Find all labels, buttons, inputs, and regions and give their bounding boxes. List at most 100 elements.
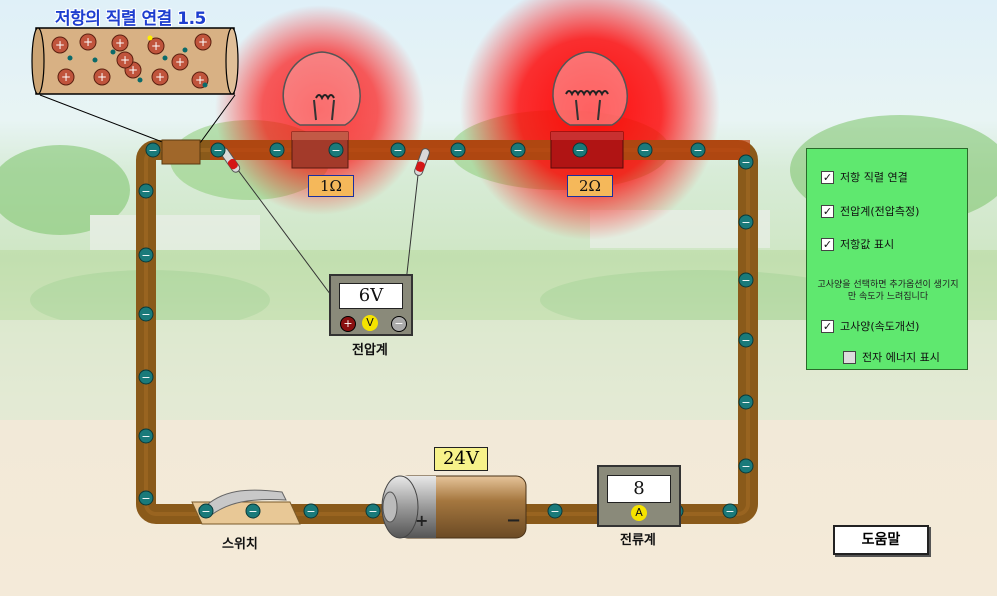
checkbox-resistance-values[interactable]: ✓ [821,237,834,251]
voltmeter-display: 6V [339,283,403,309]
option-electron-energy[interactable]: 전자 에너지 표시 [843,349,940,365]
ion-sign: + [151,39,161,53]
electron-sign: − [141,185,150,198]
ion-sign: + [83,35,93,49]
bulb-2 [550,51,628,169]
option-series-resistors[interactable]: ✓ 저항 직렬 연결 [821,169,908,185]
electron-sign: − [368,505,377,518]
electron [138,247,154,263]
battery [381,475,527,539]
free-electron [67,55,73,61]
electron-sign: − [148,144,157,157]
checkbox-electron-energy[interactable] [843,350,856,364]
free-electron [137,77,143,83]
electron [145,142,161,158]
electron-sign: − [640,144,649,157]
ion-sign: + [128,63,138,77]
ion [51,36,69,54]
electron [245,503,261,519]
hq-note: 고사양을 선택하면 추가옵션이 생기지만 속도가 느려집니다 [817,280,959,302]
option-resistance-values-label: 저항값 표시 [840,238,895,251]
free-electron [110,49,116,55]
electron-sign: − [741,396,750,409]
electron-sign: − [141,430,150,443]
help-button[interactable]: 도움말 [833,525,929,555]
option-electron-energy-label: 전자 에너지 표시 [862,351,940,364]
electron [738,272,754,288]
electron-sign: − [393,144,402,157]
electron-sign: − [141,249,150,262]
electron [637,142,653,158]
option-resistance-values[interactable]: ✓ 저항값 표시 [821,236,894,252]
electron [510,142,526,158]
ion [79,33,97,51]
electron [198,503,214,519]
ion-sign: + [120,53,130,67]
free-electron [92,57,98,63]
voltmeter-plus-terminal[interactable]: + [340,316,356,332]
electron [738,214,754,230]
electron-sign: − [453,144,462,157]
electron [572,142,588,158]
electron-sign: − [331,144,340,157]
ion [171,53,189,71]
electron [303,503,319,519]
electron [138,428,154,444]
ion-sign: + [155,70,165,84]
electron [210,142,226,158]
electron-sign: − [513,144,522,157]
voltmeter: 6V + V − [329,274,413,336]
electron-sign: − [201,505,210,518]
ion-sign: + [115,36,125,50]
battery-voltage-label: 24V [434,447,488,471]
electron-sign: − [741,156,750,169]
ammeter: 8 A [597,465,681,527]
electron [738,154,754,170]
bulb-glow-2 [460,0,720,240]
electron-sign: − [141,492,150,505]
bulb-1 [282,51,361,169]
electron-sign: − [306,505,315,518]
resistor-2-label: 2Ω [567,175,613,197]
electron-sign: − [575,144,584,157]
electron-sign: − [141,308,150,321]
checkbox-series-resistors[interactable]: ✓ [821,170,834,184]
voltmeter-minus-terminal[interactable]: − [391,316,407,332]
ion [57,68,75,86]
electron [269,142,285,158]
resistor-1-label: 1Ω [308,175,354,197]
ion [194,33,212,51]
electron [138,306,154,322]
electron [138,369,154,385]
electron-sign: − [741,334,750,347]
checkbox-high-quality[interactable]: ✓ [821,319,834,333]
ammeter-caption: 전류계 [620,533,656,548]
page-title: 저항의 직렬 연결 1.5 [55,9,206,29]
electron-sign: − [741,216,750,229]
electron [722,503,738,519]
voltmeter-probe-right[interactable] [413,147,430,176]
option-high-quality[interactable]: ✓ 고사양(속도개선) [821,318,919,334]
option-voltmeter[interactable]: ✓ 전압계(전압측정) [821,203,919,219]
ion [116,51,134,69]
electron-sign: − [272,144,281,157]
electron [390,142,406,158]
ion-sign: + [198,35,208,49]
voltmeter-v-symbol: V [362,315,378,331]
ammeter-a-symbol: A [631,505,647,521]
option-series-resistors-label: 저항 직렬 연결 [840,171,908,184]
switch-caption: 스위치 [222,537,258,552]
electron-sign: − [141,371,150,384]
free-electron [162,55,168,61]
ammeter-display: 8 [607,475,671,503]
option-voltmeter-label: 전압계(전압측정) [840,205,920,218]
electron-sign: − [693,144,702,157]
electron [690,142,706,158]
electron [547,503,563,519]
electron [450,142,466,158]
ion-sign: + [175,55,185,69]
checkbox-voltmeter[interactable]: ✓ [821,204,834,218]
free-electron [182,47,188,53]
options-panel: ✓ 저항 직렬 연결 ✓ 전압계(전압측정) ✓ 저항값 표시 고사양을 선택하… [806,148,968,370]
